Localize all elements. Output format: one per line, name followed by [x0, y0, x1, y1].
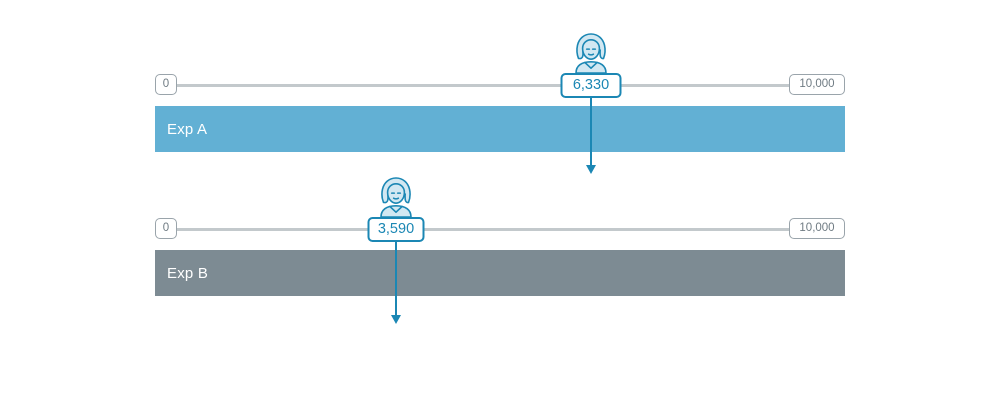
value-drop-line-exp-b	[395, 242, 397, 315]
group-bar-label-exp-b: Exp B	[167, 264, 209, 282]
slider-max-label-exp-b: 10,000	[789, 218, 845, 239]
slider-row-exp-a: 0 10,000 6,330 Exp A	[0, 0, 1000, 180]
slider-track-exp-b[interactable]	[155, 228, 845, 231]
slider-min-label-exp-b: 0	[155, 218, 177, 239]
slider-row-exp-b: 0 10,000 3,590 Exp B	[0, 144, 1000, 334]
group-bar-exp-a: Exp A	[155, 106, 845, 152]
slider-track-exp-a[interactable]	[155, 84, 845, 87]
value-arrow-exp-a	[586, 165, 596, 174]
slider-handle-value-exp-a[interactable]: 6,330	[560, 73, 622, 98]
slider-min-label-exp-a: 0	[155, 74, 177, 95]
group-bar-exp-b: Exp B	[155, 250, 845, 296]
value-arrow-exp-b	[391, 315, 401, 324]
person-female-icon	[568, 30, 614, 74]
person-female-icon	[373, 174, 419, 218]
slider-handle-value-exp-b[interactable]: 3,590	[367, 217, 425, 242]
group-bar-label-exp-a: Exp A	[167, 120, 208, 138]
slider-max-label-exp-a: 10,000	[789, 74, 845, 95]
value-drop-line-exp-a	[590, 98, 592, 165]
